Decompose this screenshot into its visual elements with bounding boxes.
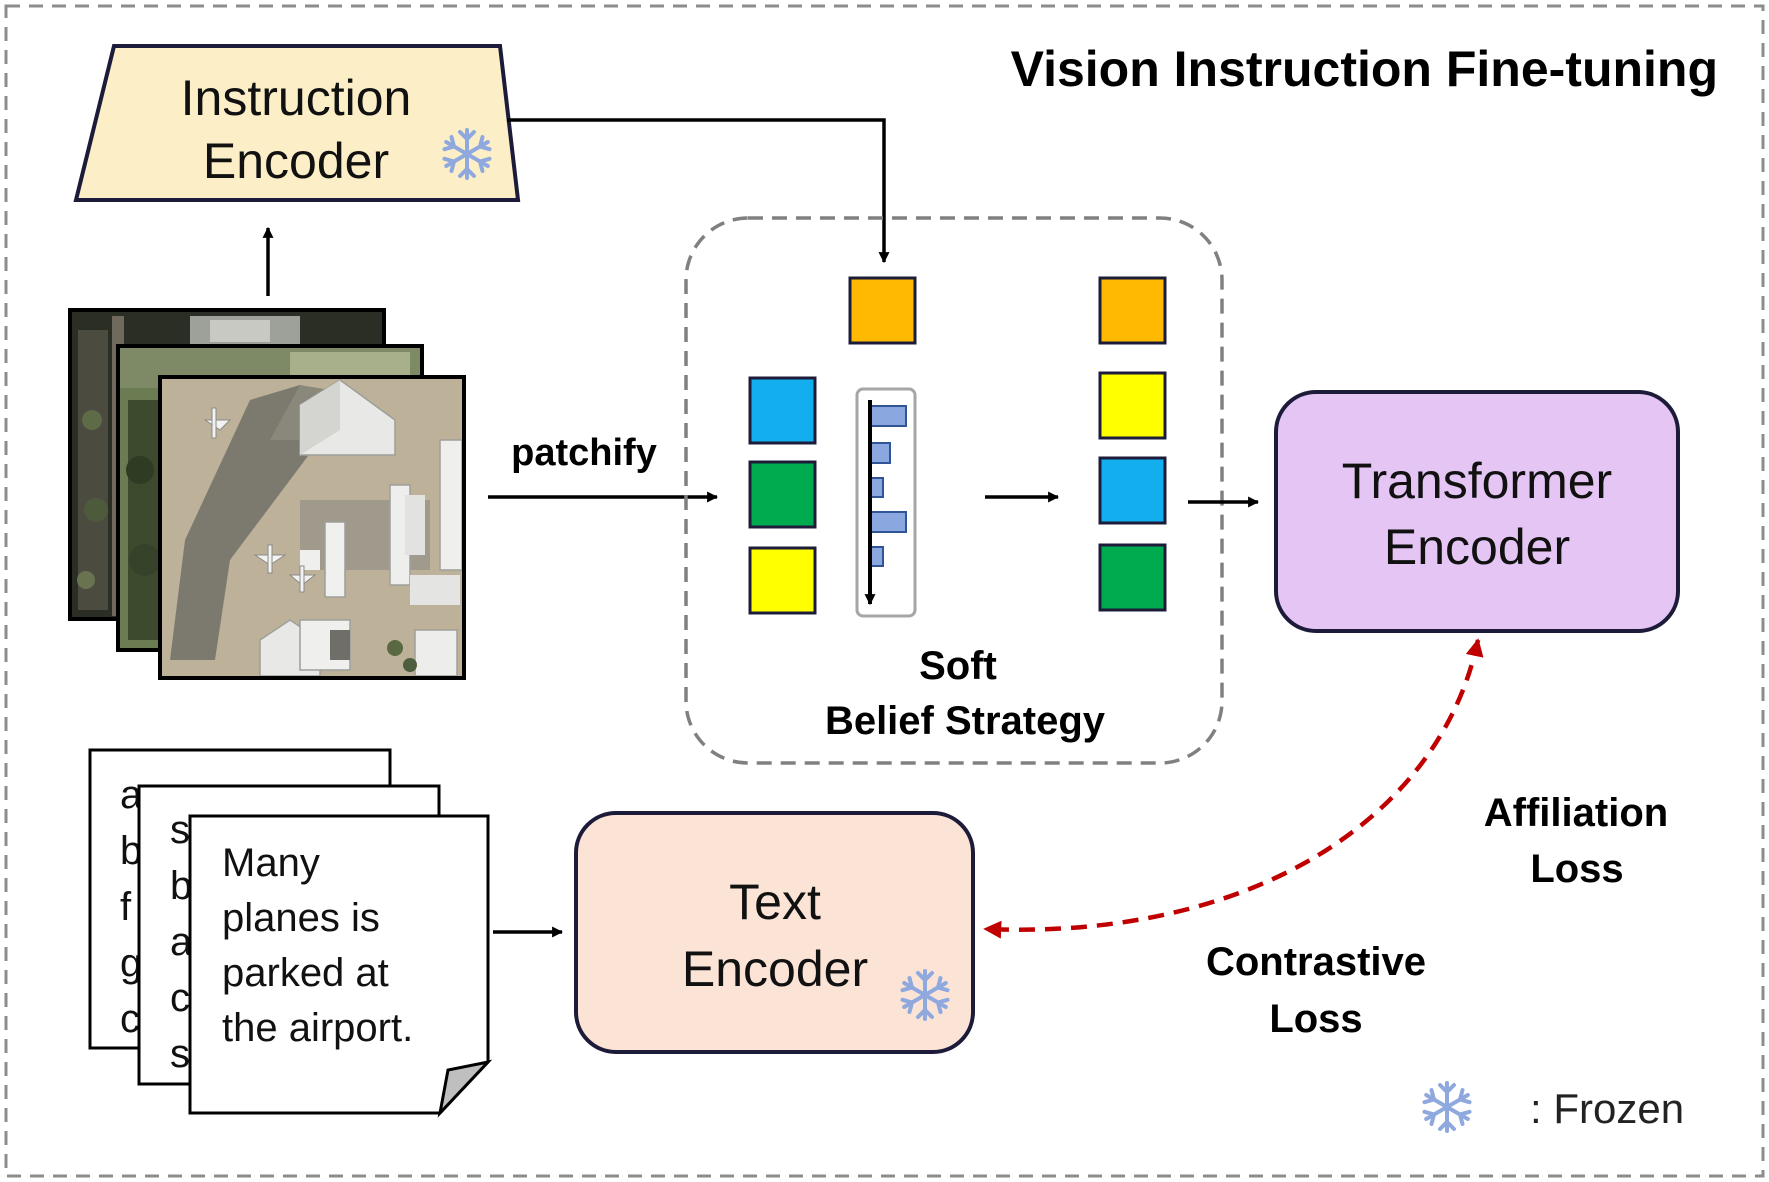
- output-token-blue: [1098, 456, 1167, 525]
- token-yellow: [748, 546, 817, 615]
- transformer-encoder-block: Transformer Encoder: [1274, 390, 1680, 633]
- caption-page-stack: a b f g c s b a c s Many planes is parke…: [88, 748, 493, 1118]
- caption-back2-letter-3: a: [170, 920, 193, 964]
- instruction-encoder-line1: Instruction: [181, 70, 412, 126]
- text-encoder-line2: Encoder: [682, 941, 868, 997]
- caption-back1-letter-3: f: [120, 885, 132, 929]
- caption-line-1: Many: [222, 841, 320, 885]
- frozen-legend-text: : Frozen: [1530, 1085, 1684, 1132]
- belief-bar-1: [869, 405, 907, 427]
- output-token-group: [1098, 276, 1167, 612]
- caption-line-2: planes is: [222, 896, 380, 940]
- soft-belief-container: [684, 216, 1224, 765]
- affiliation-loss-line2: Loss: [1530, 847, 1623, 891]
- soft-belief-line2: Belief Strategy: [825, 699, 1106, 743]
- transformer-encoder-line2: Encoder: [1384, 519, 1570, 575]
- instruction-encoder-block: Instruction Encoder: [73, 44, 521, 202]
- caption-back2-letter-2: b: [170, 864, 192, 908]
- token-orange: [848, 276, 917, 345]
- belief-score-chart: [855, 387, 917, 618]
- caption-back2-letter-5: s: [170, 1032, 190, 1076]
- token-blue: [748, 376, 817, 445]
- snowflake-icon: [1422, 1081, 1472, 1133]
- caption-back1-letter-2: b: [120, 829, 142, 873]
- output-token-green: [1098, 543, 1167, 612]
- outer-frame: [4, 4, 1765, 1178]
- belief-bar-2: [869, 442, 891, 464]
- caption-line-3: parked at: [222, 951, 389, 995]
- contrastive-loss-line2: Loss: [1269, 997, 1362, 1041]
- caption-back2-letter-4: c: [170, 976, 190, 1020]
- frozen-legend: : Frozen: [1422, 1081, 1684, 1133]
- caption-back1-letter-5: c: [120, 997, 140, 1041]
- caption-back1-letter-4: g: [120, 941, 142, 985]
- arrow-instruction-to-token: [507, 118, 890, 264]
- caption-back1-letter-1: a: [120, 773, 143, 817]
- text-encoder-block: Text Encoder: [574, 811, 975, 1054]
- transformer-encoder-line1: Transformer: [1342, 453, 1612, 509]
- soft-belief-line1: Soft: [919, 644, 997, 688]
- caption-back2-letter-1: s: [170, 808, 190, 852]
- contrastive-loss-line1: Contrastive: [1206, 940, 1426, 984]
- caption-line-4: the airport.: [222, 1006, 413, 1050]
- remote-sensing-image-stack: [68, 308, 466, 680]
- output-token-orange: [1098, 276, 1167, 345]
- caption-page-front: Many planes is parked at the airport.: [188, 814, 493, 1118]
- input-token-group: [748, 276, 917, 615]
- satellite-image-front: [158, 375, 466, 680]
- patchify-label: patchify: [511, 432, 657, 474]
- text-encoder-line1: Text: [729, 874, 821, 930]
- loss-double-arrow: [983, 638, 1484, 939]
- output-token-yellow: [1098, 371, 1167, 440]
- belief-bar-4: [869, 511, 907, 533]
- affiliation-loss-line1: Affiliation: [1484, 791, 1668, 835]
- instruction-encoder-line2: Encoder: [203, 133, 389, 189]
- token-green: [748, 460, 817, 529]
- diagram-title: Vision Instruction Fine-tuning: [1011, 41, 1718, 97]
